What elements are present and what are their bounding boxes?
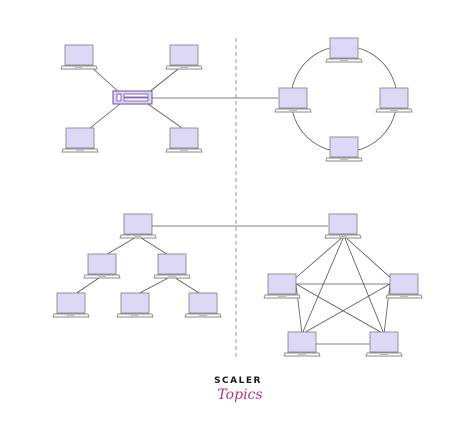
laptop-icon — [60, 44, 98, 70]
laptop-icon — [116, 292, 154, 318]
laptop-icon — [165, 127, 203, 153]
laptop-icon — [165, 44, 203, 70]
laptop-icon — [274, 87, 312, 113]
laptop-icon — [83, 253, 121, 279]
mesh-topology — [263, 213, 423, 357]
laptop-icon — [61, 127, 99, 153]
laptop-icon — [52, 292, 90, 318]
laptop-icon — [324, 213, 362, 239]
laptop-icon — [153, 253, 191, 279]
laptop-icon — [283, 331, 321, 357]
laptop-icon — [119, 213, 157, 239]
laptop-icon — [365, 331, 403, 357]
star-topology — [60, 44, 203, 153]
brand-logo-top: SCALER — [214, 376, 262, 386]
brand-logo-bottom: Topics — [217, 387, 263, 403]
laptop-icon — [375, 87, 413, 113]
tree-topology — [52, 213, 222, 318]
laptop-icon — [325, 37, 363, 63]
brand-logo: SCALER Topics — [0, 376, 474, 403]
ring-topology — [274, 37, 413, 162]
laptop-icon — [184, 292, 222, 318]
network-switch-icon — [112, 90, 153, 105]
laptop-icon — [263, 273, 301, 299]
laptop-icon — [385, 273, 423, 299]
laptop-icon — [325, 136, 363, 162]
